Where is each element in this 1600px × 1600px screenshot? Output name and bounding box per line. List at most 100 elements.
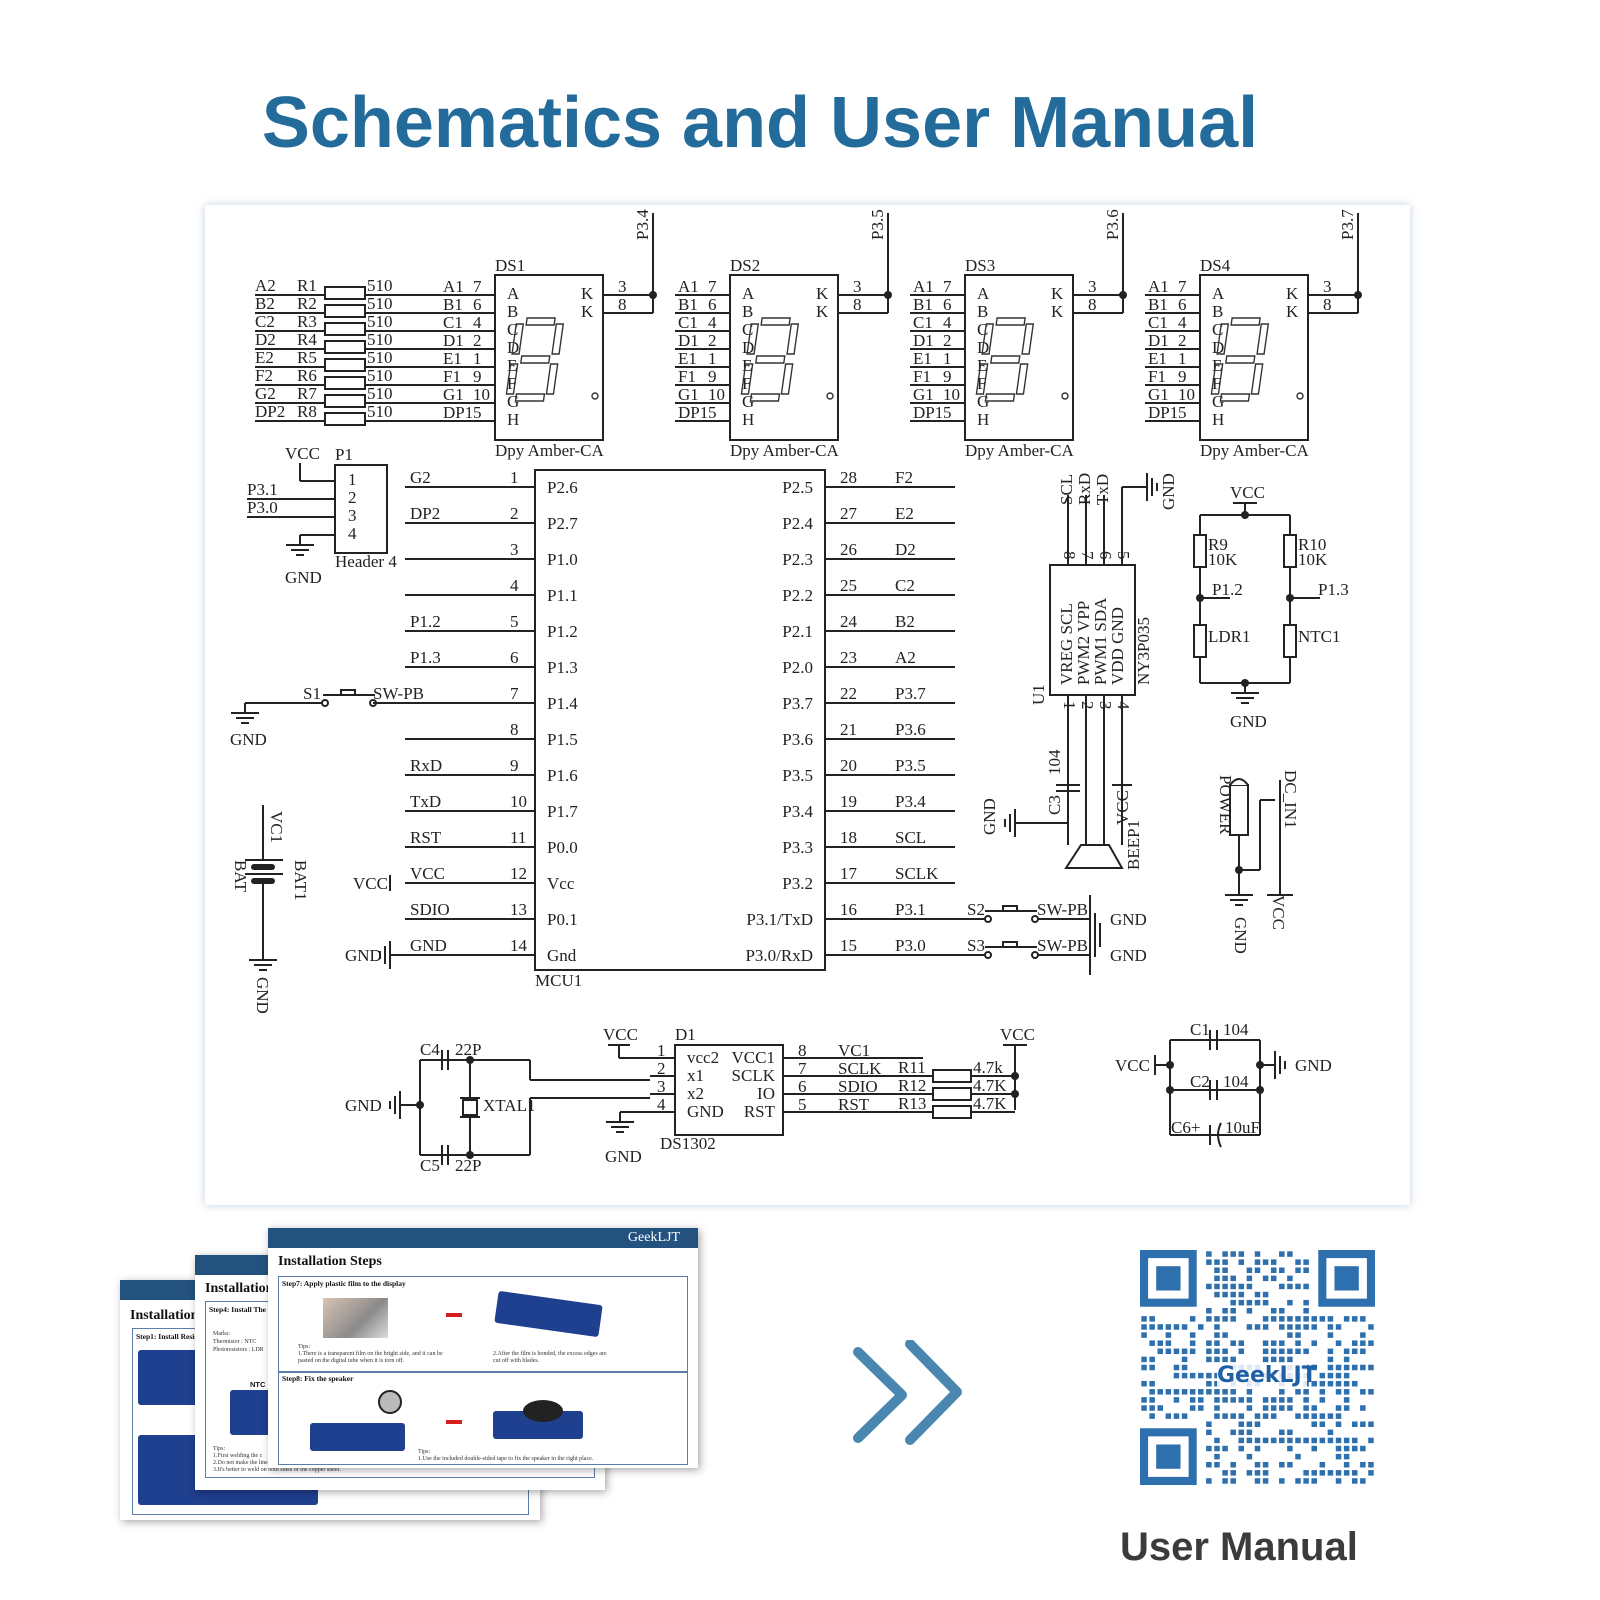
seven-segment-digit [505, 317, 599, 402]
qr-module [1343, 1461, 1350, 1468]
pin-number: 6 [1096, 551, 1115, 560]
qr-module [1279, 1340, 1285, 1346]
qr-module [1360, 1421, 1366, 1427]
resistor-value: 510 [367, 312, 393, 331]
mcu-net-label: P3.1 [895, 900, 926, 919]
pin-number: 5 [1114, 551, 1133, 560]
resistor-ref: R9 [1208, 535, 1228, 554]
net-label: VC1 [838, 1041, 870, 1060]
pin-net-label: B1 [1148, 295, 1168, 314]
qr-module [1157, 1405, 1164, 1411]
junction-dot [466, 1056, 474, 1064]
resistor-value: 10K [1208, 550, 1238, 569]
qr-module [1327, 1348, 1334, 1355]
switch-ref: S3 [967, 936, 985, 955]
qr-module [1279, 1478, 1285, 1484]
step-8-label: Step8: Fix the speaker [282, 1374, 354, 1383]
u1-part: NY3P035 [1134, 617, 1153, 685]
mcu-net-label: F2 [895, 468, 913, 487]
cap-ref: C2 [1190, 1072, 1210, 1091]
qr-module [1262, 1413, 1269, 1419]
qr-module [1335, 1324, 1342, 1330]
qr-module [1214, 1267, 1220, 1274]
mcu-pin-name: P1.5 [547, 730, 578, 749]
resistor-value: 510 [367, 384, 393, 403]
qr-module [1360, 1364, 1366, 1371]
mcu-pin-name: P2.6 [547, 478, 578, 497]
pin-number: 1 [657, 1041, 666, 1060]
mcu-pin-number: 1 [510, 468, 519, 487]
qr-module [1230, 1283, 1236, 1290]
speaker-photo [378, 1390, 402, 1414]
qr-module [1327, 1316, 1334, 1322]
qr-module [1287, 1461, 1293, 1468]
qr-module [1254, 1267, 1261, 1274]
qr-module [1222, 1389, 1228, 1395]
qr-module [1319, 1461, 1326, 1468]
qr-module [1222, 1275, 1228, 1282]
qr-module [1311, 1324, 1317, 1330]
rtc-pin-name: vcc2 [687, 1048, 719, 1067]
qr-module [1311, 1421, 1317, 1427]
resistor-ref: R4 [297, 330, 317, 349]
qr-module [1295, 1267, 1301, 1274]
double-chevron-right-icon [853, 1340, 962, 1445]
common-net-label: P3.5 [868, 209, 887, 240]
qr-module [1295, 1332, 1301, 1338]
tip-1: 1.First welding the c [213, 1453, 263, 1459]
qr-module [1360, 1405, 1366, 1411]
qr-module [1343, 1316, 1350, 1322]
qr-module [1214, 1259, 1220, 1265]
qr-module [1262, 1461, 1269, 1468]
mcu-pin-name: P2.2 [782, 586, 813, 605]
pin-number: 10 [943, 385, 960, 404]
qr-module [1189, 1372, 1196, 1379]
pin-net-label: G1 [913, 385, 934, 404]
segment [754, 355, 786, 364]
qr-module [1327, 1413, 1334, 1419]
cap-value: 104 [1223, 1020, 1249, 1039]
tip-1b: pasted on the digital tube when it is to… [298, 1358, 405, 1364]
segment [1015, 363, 1029, 395]
qr-module [1270, 1308, 1277, 1314]
qr-module [1198, 1405, 1204, 1411]
qr-module [1303, 1397, 1309, 1403]
qr-module [1230, 1429, 1236, 1436]
qr-module [1279, 1429, 1285, 1436]
mcu-pin-name: P3.2 [782, 874, 813, 893]
qr-module [1303, 1405, 1309, 1411]
pin-net-label: E1 [443, 349, 462, 368]
pin-number: 9 [473, 367, 482, 386]
qr-module [1279, 1348, 1285, 1355]
qr-module [1189, 1389, 1196, 1395]
qr-module [1246, 1283, 1253, 1290]
qr-module [1295, 1316, 1301, 1322]
switch-button [1002, 905, 1018, 912]
qr-module [1246, 1267, 1253, 1274]
resistor-r11 [932, 1069, 972, 1083]
qr-module [1319, 1389, 1326, 1395]
qr-code[interactable] [1140, 1250, 1375, 1485]
qr-module [1287, 1251, 1293, 1257]
qr-module [1173, 1413, 1180, 1419]
qr-module [1295, 1259, 1301, 1265]
qr-module [1319, 1372, 1326, 1379]
pin-number: 7 [943, 277, 952, 296]
qr-module [1311, 1437, 1317, 1444]
net-label: C2 [255, 312, 275, 331]
mcu-pin-number: 16 [840, 900, 857, 919]
mcu-pin-name: P3.1/TxD [746, 910, 813, 929]
segment-pin-label: F [742, 374, 751, 393]
segment [1230, 317, 1261, 326]
qr-module [1165, 1324, 1172, 1330]
resistor-ref: R1 [297, 276, 317, 295]
qr-module [1214, 1372, 1220, 1379]
segment-pin-label: H [1212, 410, 1224, 429]
segment [1219, 393, 1251, 402]
battery-part: BAT [231, 860, 250, 893]
qr-module [1230, 1291, 1236, 1298]
segment [984, 393, 1016, 402]
qr-module [1279, 1405, 1285, 1411]
pin-number: 2 [1078, 701, 1097, 710]
gnd-label: GND [1110, 910, 1147, 929]
